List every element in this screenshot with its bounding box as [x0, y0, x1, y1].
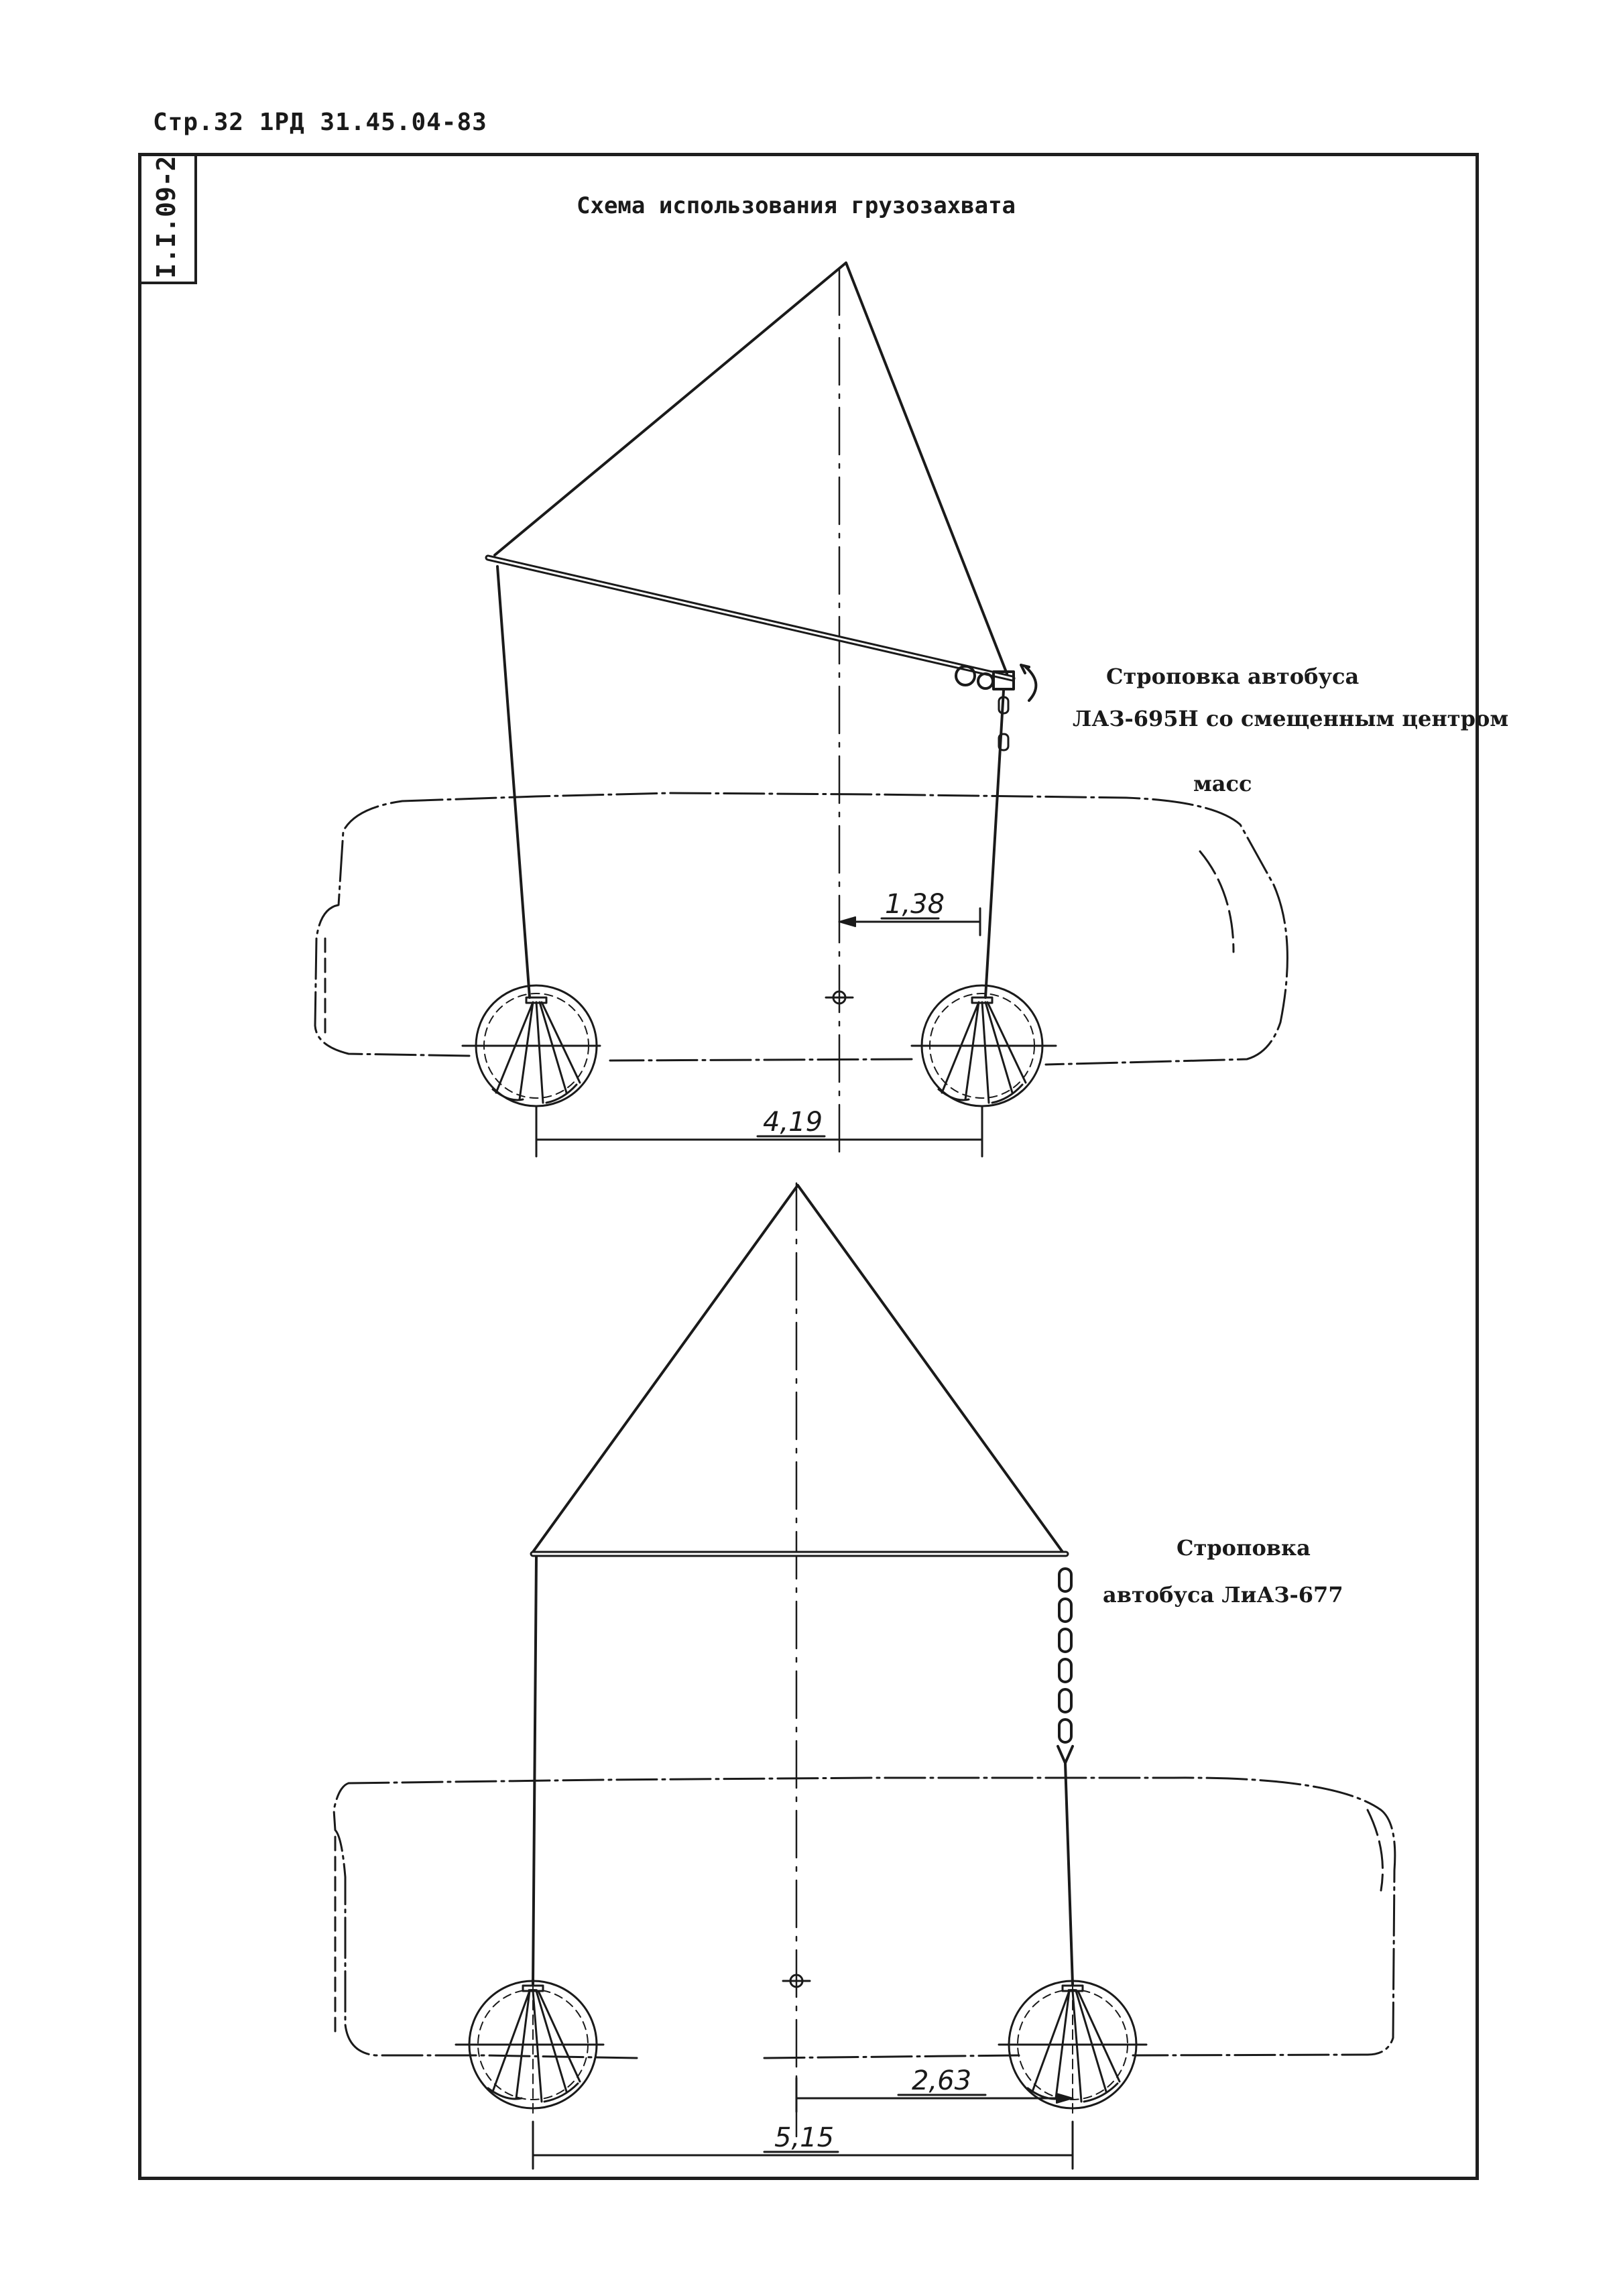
sling-right-1 — [984, 689, 1005, 999]
dimension-offset-1 — [838, 907, 981, 936]
drawing-title: Схема использования грузозахвата — [577, 192, 1016, 219]
sling-left-1 — [496, 565, 531, 999]
caption-2-line-2: автобуса ЛиАЗ-677 — [1103, 1582, 1343, 1608]
dim-label-wheelbase-1: 4,19 — [763, 1107, 823, 1138]
center-of-mass-icon-1 — [825, 990, 854, 1005]
diagram-1 — [314, 261, 1288, 1158]
sling-left-2 — [532, 1555, 538, 1986]
dimension-wheelbase-2 — [532, 2120, 1074, 2170]
wheel-front-2 — [455, 1970, 605, 2119]
dimension-wheelbase-1 — [535, 1105, 983, 1158]
adjust-mechanism-icon — [955, 664, 1038, 751]
sling-right-2 — [1064, 1762, 1074, 1986]
page-header: Стр.32 1РД 31.45.04-83 — [153, 109, 487, 136]
caption-2-line-1: Строповка — [1177, 1535, 1311, 1561]
dim-label-wheelbase-2: 5,15 — [774, 2122, 834, 2153]
lifting-slings-2 — [532, 1184, 1064, 1553]
wheel-rear-2 — [998, 1970, 1148, 2119]
diagram-2 — [333, 1182, 1396, 2170]
bus-body-1 — [314, 792, 1288, 1066]
drawing-frame — [138, 153, 1479, 2180]
wheel-front-1 — [461, 984, 601, 1107]
lifting-slings-1 — [493, 261, 1008, 675]
wheel-rear-1 — [910, 984, 1057, 1107]
sheet-code-box: I.I.09-2 — [138, 153, 197, 284]
dim-label-offset-1: 1,38 — [885, 889, 945, 920]
dim-label-offset-2: 2,63 — [912, 2065, 971, 2096]
dimension-offset-2 — [795, 2077, 1074, 2113]
chain-icon — [1057, 1567, 1074, 1764]
caption-1-line-3: масс — [1193, 771, 1252, 796]
bus-body-2 — [333, 1776, 1396, 2059]
center-of-mass-icon-2 — [782, 1974, 811, 1988]
caption-1-line-2: ЛАЗ-695Н со смещенным центром — [1073, 706, 1509, 731]
caption-1-line-1: Строповка автобуса — [1106, 664, 1360, 689]
